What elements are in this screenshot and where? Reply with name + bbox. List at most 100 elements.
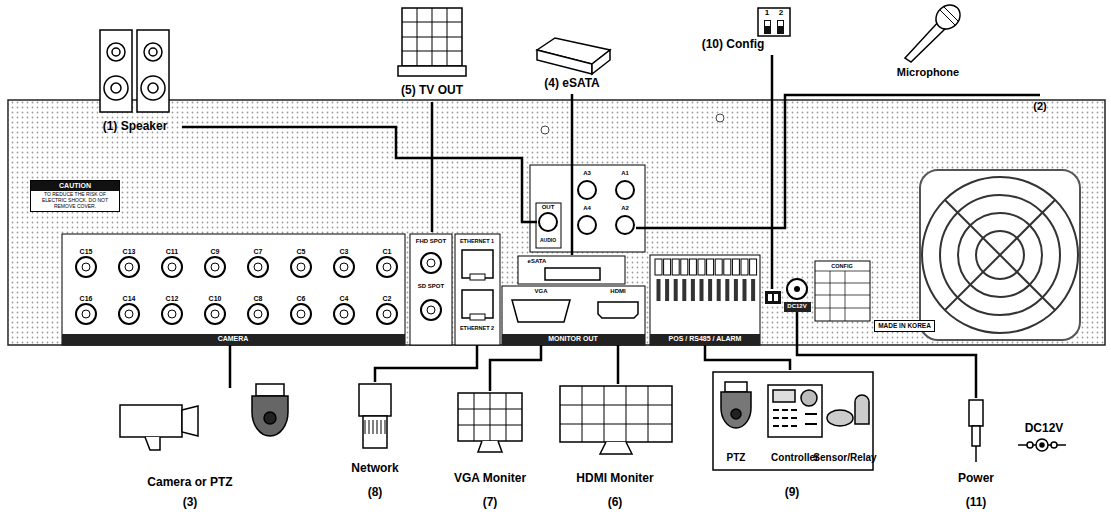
audio-block [616,216,634,234]
device-label: (9) [785,486,800,499]
device-label: PTZ [727,452,746,463]
camera-inputs [334,257,354,277]
port-label: FHD SPOT [416,238,446,245]
callout-label: Microphone [897,66,959,78]
terminal-block [665,279,669,301]
camera-inputs [125,263,133,271]
port-label: C12 [166,295,179,303]
port-label: POS / RS485 / ALARM [669,335,742,343]
terminal-block [689,259,696,275]
fan-grille [920,170,1080,340]
leader-line [490,345,541,391]
terminal-block [700,279,704,301]
port-label: C4 [340,295,349,303]
leader-line [571,94,574,255]
port-label: CAMERA [218,335,249,343]
config-power [845,271,846,321]
terminal-block [650,255,760,345]
terminal-block [650,334,760,345]
port-label: OUT [542,204,555,211]
port-label: C2 [383,295,392,303]
leader-line [705,345,790,370]
monitor-out [598,302,638,318]
camera-inputs [340,310,348,318]
peripheral-group [773,390,795,402]
rj45-plug-icon [365,420,385,434]
speaker-icon [137,30,169,112]
config-power [765,291,781,304]
power-plug-icon [975,446,977,462]
config-power [815,308,870,309]
camera-icon [145,437,160,450]
port-label: C6 [297,295,306,303]
camera-inputs [297,263,305,271]
speaker-icon [148,83,158,93]
device-label: HDMI Moniter [576,472,653,485]
device-label: DC12V [1025,422,1064,435]
camera-inputs [340,263,348,271]
camera-inputs [291,304,311,324]
port-label: A3 [583,170,591,177]
config-power [774,294,778,301]
config-power [815,283,870,284]
terminal-block [743,279,747,301]
spot-outputs [410,234,452,345]
camera-inputs [254,310,262,318]
config-power [830,271,831,321]
config-power [787,279,807,299]
speaker-icon [107,43,125,61]
vga-monitor-icon [458,393,522,452]
power-plug-icon [1036,439,1048,451]
port-label: VGA [534,288,547,295]
camera-inputs [205,304,225,324]
config-power [815,295,870,296]
terminal-block [751,279,755,301]
callout-number: (2) [1033,100,1046,112]
camera-icon [120,405,182,437]
camera-inputs [383,310,391,318]
port-label: C7 [254,248,263,256]
device-label: (7) [483,496,498,509]
camera-inputs [291,257,311,277]
camera-inputs [62,234,405,345]
caution-box: CAUTIONTO REDUCE THE RISK OF ELECTRIC SH… [30,180,120,212]
leader-line [182,55,1040,398]
config-switch-icon [777,20,784,34]
camera-inputs [76,304,96,324]
hdmi-monitor-icon [560,386,672,442]
peripheral-group [731,409,741,419]
speaker-icon [100,30,169,112]
monitor-out [502,334,645,345]
terminal-block [734,279,738,301]
camera-inputs [211,263,219,271]
config-switch-icon [778,21,783,26]
terminal-block [715,259,722,275]
port-label: MONITOR OUT [548,335,598,343]
port-label: DC12V [787,303,806,310]
device-label: Controller [771,452,819,463]
device-label: Power [958,472,994,485]
port-label: C14 [123,295,136,303]
device-label: VGA Moniter [454,472,526,485]
hdmi-monitor-icon [560,386,672,442]
power-plug-icon [1027,442,1033,448]
ethernet-ports [455,234,500,345]
config-power [765,261,870,321]
port-label: C10 [209,295,222,303]
esata-drive-icon [592,50,610,74]
vga-monitor-icon [458,393,522,441]
esata-drive-icon [537,50,592,74]
config-switch-icon [765,21,770,26]
camera-inputs [334,304,354,324]
port-label: A4 [583,205,591,212]
leader-line [617,345,620,384]
leader-line [229,345,232,388]
peripheral-group [721,392,751,428]
peripheral-group [773,410,817,426]
camera-inputs [248,304,268,324]
terminal-block [664,259,671,275]
config-switch-icon [758,8,790,36]
origin-box: MADE IN KOREA [874,320,935,332]
port-label: HDMI [610,288,625,295]
esata-drive-icon [537,38,610,74]
